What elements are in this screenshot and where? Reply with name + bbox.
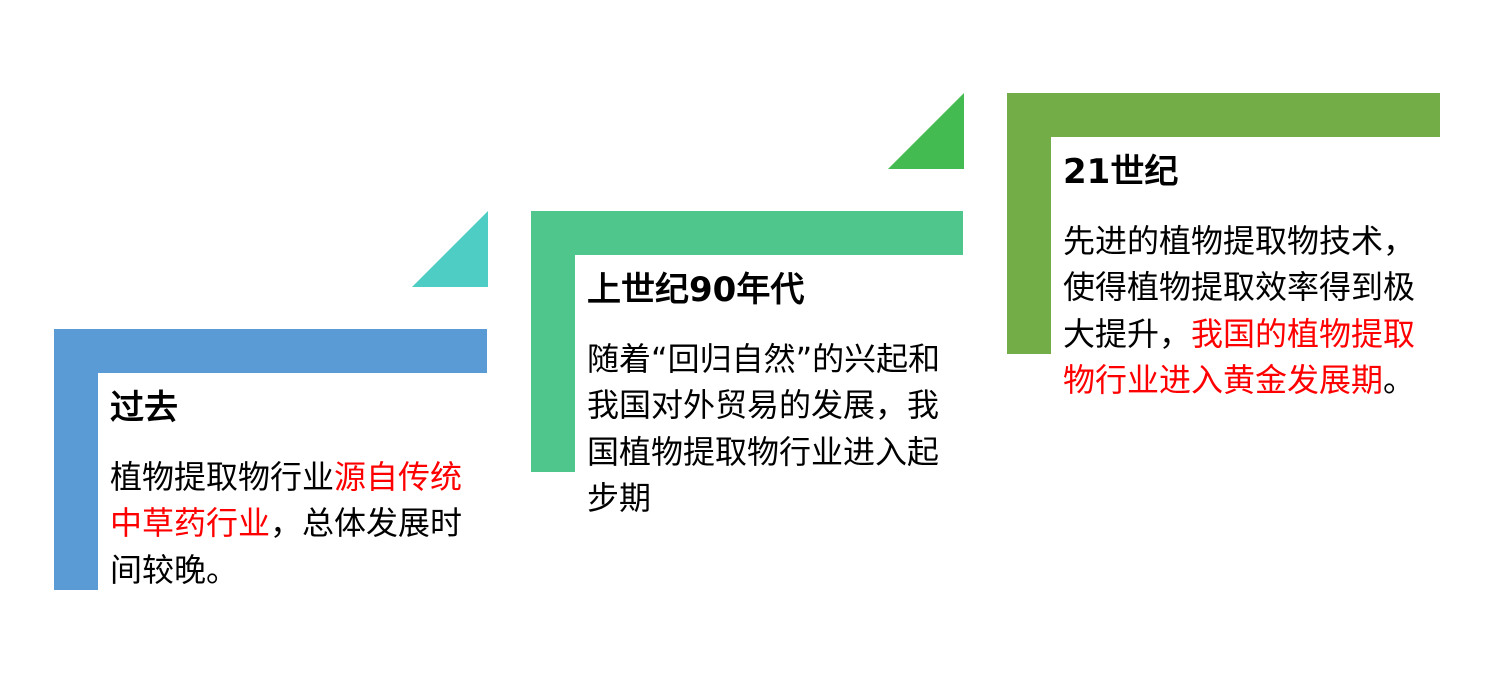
stage1-description: 植物提取物行业源自传统中草药行业，总体发展时间较晚。 (110, 454, 465, 593)
stage2-bracket-top (531, 211, 963, 255)
stage3-description-highlight: 我国的植物提取物行业进入黄金发展期 (1063, 314, 1416, 400)
stage1-bracket-top (54, 329, 487, 373)
stage2-bracket-left (531, 211, 575, 472)
stage2-title: 上世纪90年代 (587, 270, 805, 310)
stage1-description-highlight: 源自传统中草药行业 (110, 458, 463, 543)
stage1-arrow-triangle (412, 211, 488, 287)
stage3-description-tail: 。 (1383, 361, 1416, 400)
stage2-arrow-triangle (888, 93, 964, 169)
stage2-description: 随着“回归自然”的兴起和我国对外贸易的发展，我国植物提取物行业进入起步期 (587, 336, 942, 522)
stage3-title: 21世纪 (1063, 152, 1179, 192)
stage3-description-text: 先进的植物提取物技术，使得植物提取效率得到极大提升， (1063, 222, 1416, 353)
stage2-description-text: 随着“回归自然”的兴起和我国对外贸易的发展，我国植物提取物行业进入起步期 (587, 340, 941, 518)
stage3-bracket-left (1007, 93, 1051, 354)
stage3-description: 先进的植物提取物技术，使得植物提取效率得到极大提升，我国的植物提取物行业进入黄金… (1063, 218, 1418, 404)
stage1-title: 过去 (110, 388, 178, 428)
stage1-bracket-left (54, 329, 98, 590)
stage1-description-tail: ，总体发展时间较晚。 (110, 504, 463, 589)
stage3-bracket-top (1007, 93, 1440, 137)
stage1-description-text: 植物提取物行业 (110, 458, 335, 496)
